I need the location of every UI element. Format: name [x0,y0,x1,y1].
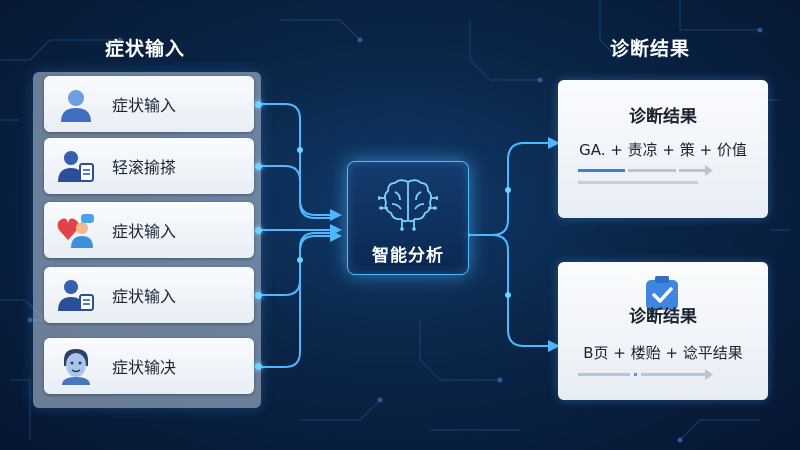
person-icon [56,84,96,124]
input-label: 症状输决 [112,358,177,377]
face-icon [56,346,96,386]
result-subtitle: GA. + 责凉 + 策 + 价值 [579,141,747,159]
connector-dot [255,163,262,170]
person-document-icon [56,275,96,315]
input-label: 症状输入 [112,287,177,306]
input-label: 症状输入 [112,96,177,115]
result-section-title: 诊断结果 [610,38,691,60]
result-subtitle: B页 + 楼贻 + 谂平结果 [583,344,743,362]
connector-dot [255,363,262,370]
input-card-1[interactable]: 症状输入 [44,76,254,132]
connector-2 [258,165,330,219]
analysis-node[interactable]: 智能分析 [347,161,469,275]
result-progress-arrows [578,165,713,184]
connector-1 [258,103,330,216]
input-label: 轻滚揄搽 [112,158,177,177]
input-label: 症状输入 [112,222,177,241]
result-title: 诊断结果 [629,307,697,327]
analysis-label: 智能分析 [372,246,444,266]
result-card-1[interactable]: 诊断结果 GA. + 责凉 + 策 + 价值 [558,80,768,218]
result-title: 诊断结果 [629,107,697,127]
brain-circuit-icon [377,174,439,236]
person-document-icon [56,146,96,186]
connector-dot [255,227,262,234]
result-progress-arrows [578,369,713,380]
input-card-3[interactable]: 症状输入 [44,202,254,258]
connector-dot [255,292,262,299]
heart-chat-icon [56,210,96,250]
input-card-5[interactable]: 症状输决 [44,338,254,394]
connector-4 [258,232,330,296]
input-card-4[interactable]: 症状输入 [44,267,254,323]
result-card-2[interactable]: 诊断结果 B页 + 楼贻 + 谂平结果 [558,262,768,400]
input-section-title: 症状输入 [105,38,186,60]
input-card-2[interactable]: 轻滚揄搽 [44,138,254,194]
connector-dot [255,101,262,108]
connector-5 [258,235,330,368]
clipboard-check-icon [642,276,682,316]
connector-bottom-result [467,234,548,347]
